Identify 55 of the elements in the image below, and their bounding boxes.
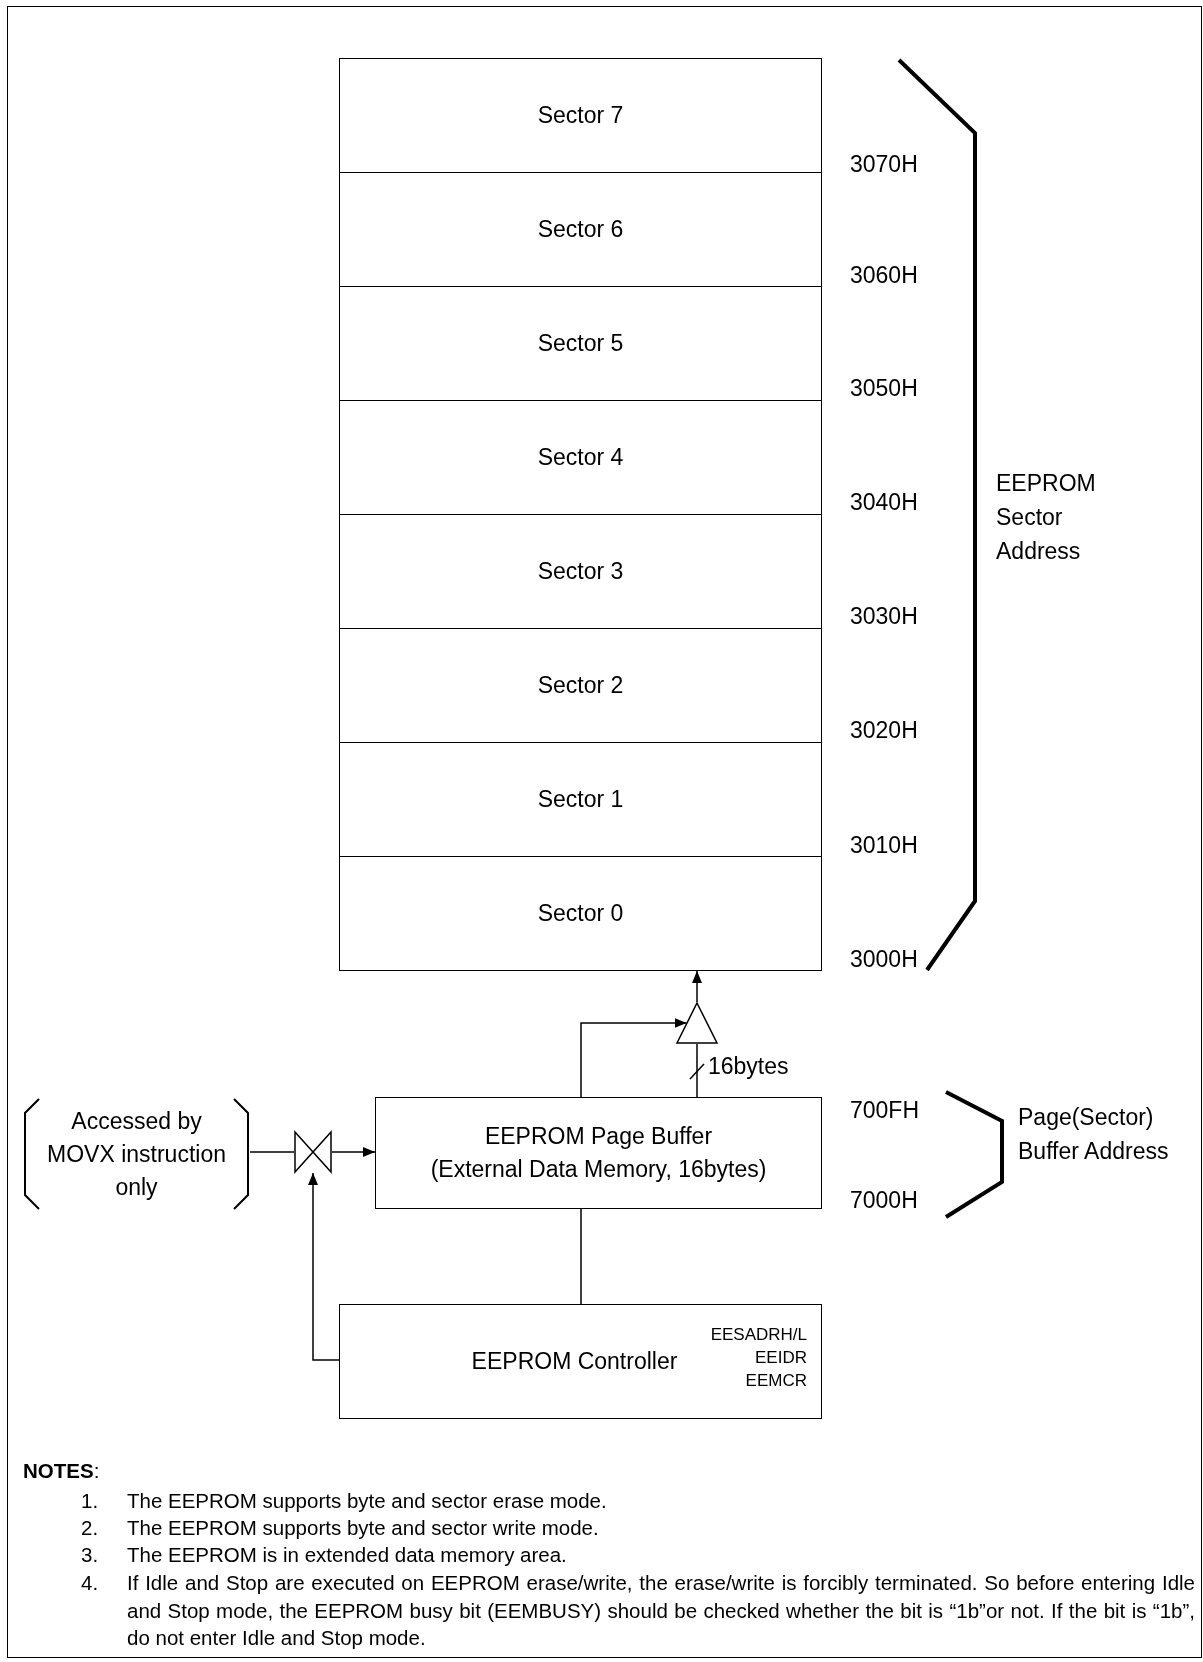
address-label: 3000H [850, 945, 918, 974]
node-label: Sector 5 [537, 329, 624, 358]
controller-box [339, 1304, 822, 1419]
connector-arrow [692, 970, 702, 1003]
note-text: The EEPROM is in extended data memory area. [127, 1542, 567, 1568]
register-name: EEMCR [745, 1370, 807, 1392]
address-range-label: EEPROM Sector Address [996, 469, 1097, 566]
node-label: Sector 2 [537, 671, 624, 700]
connector-arrow [331, 1147, 376, 1157]
note-number: 2. [81, 1515, 99, 1541]
note-text: The EEPROM supports byte and sector write mode. [127, 1515, 599, 1541]
note-number: 1. [81, 1488, 99, 1514]
node-label: Sector 3 [537, 557, 624, 586]
note-text: The EEPROM supports byte and sector erase mode. [127, 1488, 607, 1514]
node-label: Sector 4 [537, 443, 624, 472]
address-label: 3030H [850, 602, 918, 631]
node-label: Sector 7 [537, 101, 624, 130]
connector-line [696, 1043, 698, 1098]
connector-line [580, 1208, 582, 1305]
node-label: EEPROM Controller [471, 1347, 678, 1376]
address-range-label: Page(Sector) Buffer Address [1018, 1103, 1170, 1166]
node-label: (External Data Memory, 16bytes) [430, 1155, 767, 1184]
address-label: 3060H [850, 261, 918, 290]
node-label: EEPROM Page Buffer [484, 1122, 713, 1151]
address-label: 3070H [850, 150, 918, 179]
page-buffer-box [375, 1097, 822, 1209]
address-label: 3050H [850, 374, 918, 403]
address-label: 3010H [850, 831, 918, 860]
connector-arrow [580, 1018, 688, 1098]
node-label: Accessed by MOVX instruction only [46, 1106, 227, 1202]
register-name: EESADRH/L [710, 1324, 807, 1346]
memory-sector [339, 172, 822, 287]
address-label: 3040H [850, 488, 918, 517]
connector-arrow [308, 1172, 340, 1361]
address-label: 7000H [850, 1186, 918, 1215]
memory-sector [339, 628, 822, 743]
connector-line [249, 1151, 295, 1153]
note-number: 3. [81, 1542, 99, 1568]
memory-sector [339, 856, 822, 971]
buffer-triangle-symbol [676, 1002, 718, 1044]
node-label: Sector 1 [537, 785, 624, 814]
address-label: 3020H [850, 716, 918, 745]
transmission-gate-symbol [294, 1131, 332, 1173]
note-text: If Idle and Stop are executed on EEPROM erase/write, the erase/write is forcibly terminated. So before entering Idle and Stop mode, the EEPROM busy bit (EEMBUSY) should be checked whether the bit is “1b”or not. If the bit is “1b”, do not enter Idle and Stop mode. [127, 1570, 1195, 1651]
note-number: 4. [81, 1570, 99, 1596]
register-name: EEIDR [755, 1347, 807, 1369]
memory-sector [339, 400, 822, 515]
notes-heading: NOTES: [23, 1458, 100, 1484]
memory-sector [339, 742, 822, 857]
memory-sector [339, 514, 822, 629]
address-label: 700FH [850, 1096, 920, 1125]
memory-sector [339, 286, 822, 401]
node-label: Sector 6 [537, 215, 624, 244]
node-label: Sector 0 [537, 899, 624, 928]
memory-sector [339, 58, 822, 173]
